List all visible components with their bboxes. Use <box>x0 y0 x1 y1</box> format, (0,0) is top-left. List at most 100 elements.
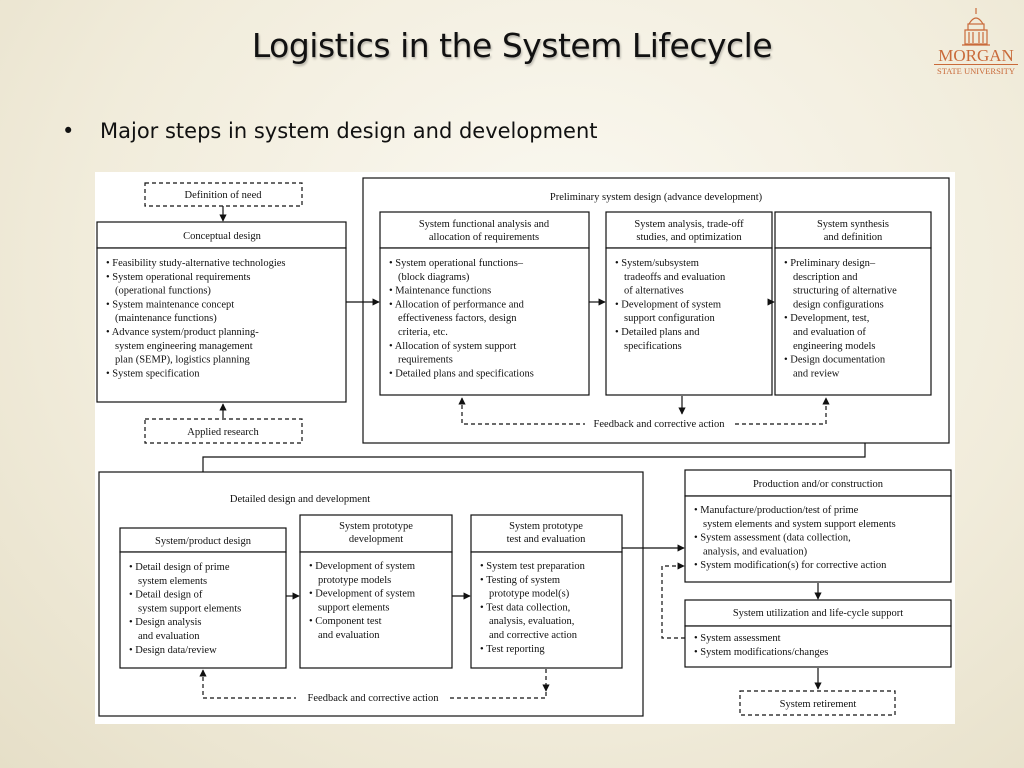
prelim-functional-body <box>379 247 590 396</box>
utilization-title: System utilization and life-cycle suppor… <box>733 608 903 619</box>
production-item: • Manufacture/production/test of prime <box>694 505 859 516</box>
detail-prototype-test-item: • Test data collection, <box>480 602 570 613</box>
prelim-synthesis-item: description and <box>793 272 858 283</box>
detail-prototype-test-header <box>470 514 623 553</box>
prelim-feedback-right <box>735 397 830 425</box>
bullet-dot: • <box>62 119 75 143</box>
prelim-synthesis-item: and evaluation of <box>793 327 866 338</box>
prelim-functional-item: effectiveness factors, design <box>398 313 517 324</box>
prelim-tradeoff-item: • Development of system <box>615 299 721 310</box>
prelim-tradeoff-header <box>605 211 773 249</box>
retirement-label: System retirement <box>780 699 857 710</box>
detail-prototype-test-item: • Test reporting <box>480 644 545 655</box>
production-item: • System assessment (data collection, <box>694 533 851 544</box>
detail-prototype-dev-body <box>299 551 453 669</box>
prelim-tradeoff-title-line: studies, and optimization <box>636 232 742 243</box>
prelim-synthesis-title-line: and definition <box>824 232 883 243</box>
detail-product-item: • Design data/review <box>129 645 217 656</box>
prelim-tradeoff-body <box>605 247 773 396</box>
prelim-functional-item: • Detailed plans and specifications <box>389 368 534 379</box>
prelim-functional-title-line: System functional analysis and <box>419 219 550 230</box>
production-item: • System modification(s) for corrective … <box>694 560 887 571</box>
prelim-functional-item: • Maintenance functions <box>389 286 491 297</box>
prelim-functional-title-line: allocation of requirements <box>429 232 539 243</box>
utilization-body <box>684 625 952 668</box>
prelim-synthesis-item: • Preliminary design– <box>784 258 876 269</box>
production-item: analysis, and evaluation) <box>703 546 808 557</box>
detail-product-item: and evaluation <box>138 631 200 642</box>
production-title: Production and/or construction <box>753 479 884 490</box>
utilization-item: • System modifications/changes <box>694 647 828 658</box>
retirement-box <box>739 690 896 716</box>
production-body <box>684 495 952 583</box>
detail-prototype-test-title-line: test and evaluation <box>507 534 586 545</box>
prelim-tradeoff-item: tradeoffs and evaluation <box>624 272 726 283</box>
prelim-functional-header <box>379 211 590 249</box>
prelim-functional-item: requirements <box>398 355 453 366</box>
detail-prototype-test-item: • Testing of system <box>480 575 560 586</box>
production-item: system elements and system support eleme… <box>703 519 896 530</box>
detail-prototype-test-title-line: System prototype <box>509 521 583 532</box>
detail-prototype-dev-title-line: System prototype <box>339 521 413 532</box>
detail-prototype-dev-item: support elements <box>318 602 389 613</box>
detail-product-item: • Design analysis <box>129 617 202 628</box>
prelim-tradeoff-item: of alternatives <box>624 286 684 297</box>
prelim-synthesis-title-line: System synthesis <box>817 219 889 230</box>
bullet-text: Major steps in system design and develop… <box>100 119 598 143</box>
conceptual-design-item: (operational functions) <box>115 286 211 297</box>
applied-research-label: Applied research <box>187 427 259 438</box>
prelim-tradeoff-title-line: System analysis, trade-off <box>634 219 744 230</box>
conceptual-design-item: • System operational requirements <box>106 272 251 283</box>
prelim-synthesis-item: • Design documentation <box>784 355 886 366</box>
prelim-functional-item: criteria, etc. <box>398 327 448 338</box>
conceptual-design-body <box>96 247 347 403</box>
prelim-synthesis-item: structuring of alternative <box>793 286 897 297</box>
detail-product-item: • Detail design of prime <box>129 562 230 573</box>
conceptual-design-item: plan (SEMP), logistics planning <box>115 355 250 366</box>
prelim-synthesis-item: design configurations <box>793 299 884 310</box>
detail-prototype-dev-title-line: development <box>349 534 403 545</box>
conceptual-design-item: (maintenance functions) <box>115 313 217 324</box>
university-logo: MORGAN STATE UNIVERSITY <box>934 6 1018 76</box>
production-header <box>684 469 952 497</box>
detail-prototype-test-body <box>470 551 623 669</box>
utilization-feedback-loop <box>661 562 685 639</box>
conceptual-design-header <box>96 221 347 249</box>
detail-product-item: system elements <box>138 576 207 587</box>
building-dome-icon <box>962 8 990 46</box>
prelim-tradeoff-item: • System/subsystem <box>615 258 699 269</box>
detail-product-item: • Detail design of <box>129 590 203 601</box>
detail-prototype-dev-item: • Component test <box>309 616 382 627</box>
detail-prototype-dev-item: • Development of system <box>309 561 415 572</box>
prelim-synthesis-item: engineering models <box>793 341 876 352</box>
detail-feedback-right <box>450 692 547 699</box>
detailed-design-title: Detailed design and development <box>230 494 370 505</box>
prelim-synthesis-item: • Development, test, <box>784 313 869 324</box>
utilization-header <box>684 599 952 627</box>
detail-product-item: system support elements <box>138 603 241 614</box>
definition-of-need-box <box>144 182 303 207</box>
prelim-feedback-label: Feedback and corrective action <box>594 419 726 430</box>
detail-prototype-dev-item: and evaluation <box>318 630 380 641</box>
detail-prototype-dev-item: prototype models <box>318 575 391 586</box>
detail-product-body <box>119 551 287 669</box>
detail-product-title-line: System/product design <box>155 536 252 547</box>
detail-prototype-dev-item: • Development of system <box>309 589 415 600</box>
prelim-functional-item: (block diagrams) <box>398 272 470 283</box>
detail-prototype-test-item: analysis, evaluation, <box>489 616 574 627</box>
logo-name: MORGAN <box>938 46 1014 65</box>
preliminary-design-title: Preliminary system design (advance devel… <box>550 192 763 203</box>
definition-of-need-label: Definition of need <box>185 190 263 201</box>
conceptual-design-item: • System maintenance concept <box>106 299 234 310</box>
detail-product-header <box>119 527 287 553</box>
slide-title: Logistics in the System Lifecycle <box>251 26 773 65</box>
prelim-tradeoff-item: • Detailed plans and <box>615 327 700 338</box>
prelim-tradeoff-item: specifications <box>624 341 682 352</box>
detail-feedback-left <box>199 669 296 699</box>
logo-subtitle: STATE UNIVERSITY <box>934 64 1018 76</box>
prelim-functional-item: • Allocation of system support <box>389 341 516 352</box>
detail-prototype-test-item: prototype model(s) <box>489 589 570 600</box>
prelim-synthesis-body <box>774 247 932 396</box>
prelim-synthesis-item: and review <box>793 368 840 379</box>
